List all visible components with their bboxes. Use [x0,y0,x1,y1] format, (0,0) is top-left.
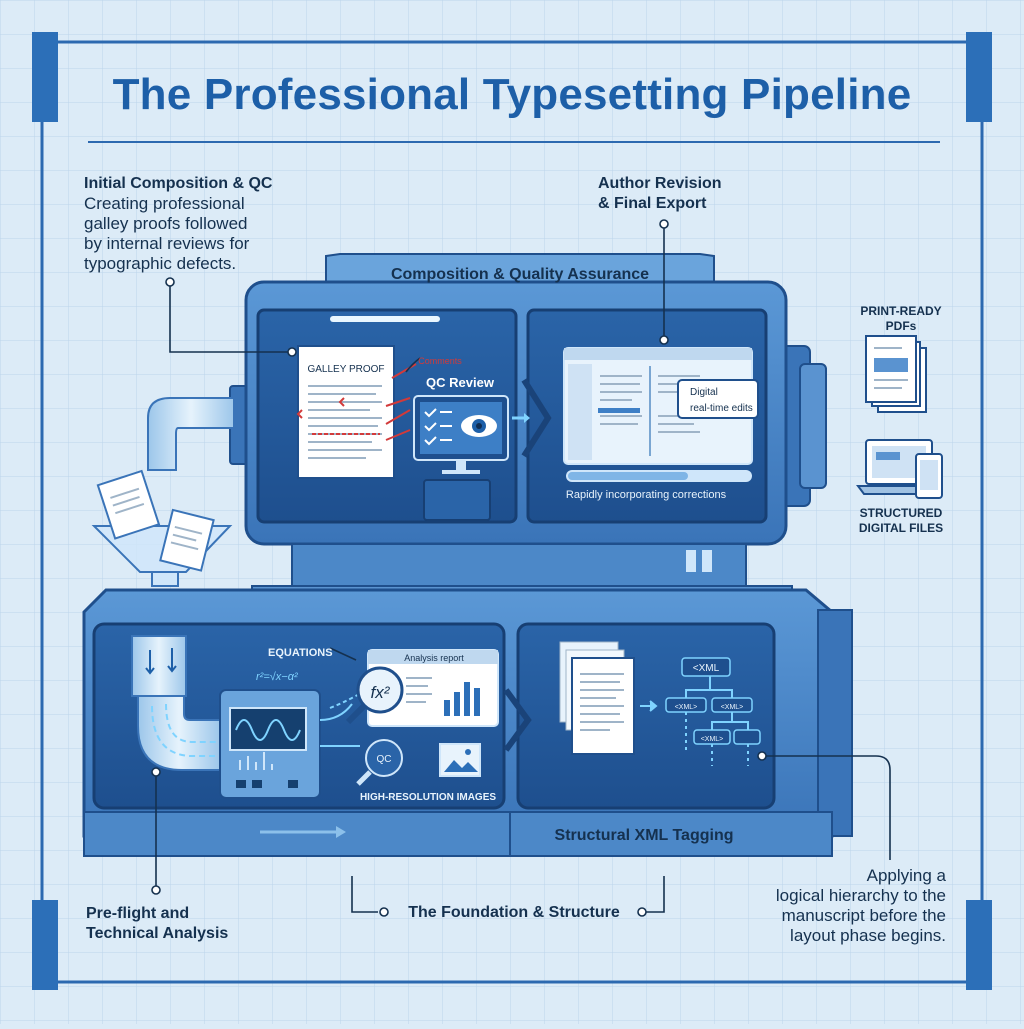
callout-preflight-line: Technical Analysis [86,925,229,942]
upper-machine-label: Composition & Quality Assurance [391,266,649,283]
callout-foundation: The Foundation & Structure [408,904,620,921]
callout-applying-line: layout phase begins. [790,926,946,945]
callout-initial-line: typographic defects. [84,254,237,273]
callout-initial-heading: Initial Composition & QC [84,175,273,192]
structured-digital-files-icon [856,439,943,499]
revision-screen [563,347,759,482]
callout-author-line: Author Revision [598,175,722,192]
xml-child-tag: <XML> [675,704,698,711]
callout-applying-line: manuscript before the [781,906,946,925]
callout-applying-line: logical hierarchy to the [775,886,946,905]
structured-digital-line: STRUCTURED [859,506,943,520]
structured-digital-line: DIGITAL FILES [858,521,944,535]
equations-label: EQUATIONS [268,647,333,659]
outer-frame [40,40,984,984]
callout-applying-hierarchy: Applying a logical hierarchy to the manu… [720,866,946,946]
analysis-report-window [345,649,499,786]
callout-preflight-line: Pre-flight and [86,905,190,922]
formula-label: r²=√x−α² [256,671,298,683]
callout-initial-composition: Initial Composition & QC Creating profes… [84,174,344,274]
digital-edit-label-1: Digital [690,387,718,398]
frame-corner [32,32,58,122]
xml-tagging-panel [559,641,761,766]
callout-applying-line: Applying a [866,866,946,885]
galley-proof-document [296,345,417,479]
qc-badge-label: QC [377,754,392,765]
callout-dots [151,219,767,917]
callout-author-line: & Final Export [598,195,707,212]
preflight-pipe [131,635,221,771]
print-ready-pdf-icon [865,335,927,413]
xml-root-tag: <XML [693,663,720,674]
frame-corner [966,32,992,122]
page-title: The Professional Typesetting Pipeline [112,70,912,119]
structured-digital-label: STRUCTURED DIGITAL FILES [846,506,956,536]
callout-preflight: Pre-flight and Technical Analysis [86,904,306,944]
callout-initial-line: galley proofs followed [84,214,248,233]
print-ready-line: PDFs [885,319,917,333]
print-ready-line: PRINT-READY [860,304,942,318]
xml-child-tag: <XML> [701,736,724,743]
analyzer-device [219,689,367,799]
frame-corner [32,900,58,990]
frame-corner [966,900,992,990]
intake-funnel [91,397,235,587]
fx-label: fx² [371,683,391,702]
galley-proof-label: GALLEY PROOF [307,364,384,375]
xml-child-tag: <XML> [721,704,744,711]
corrections-label: Rapidly incorporating corrections [566,489,727,501]
comments-label: Comments [418,356,462,366]
callout-initial-line: by internal reviews for [84,234,250,253]
digital-edit-label-2: real-time edits [690,403,753,414]
qc-review-label: QC Review [426,375,495,390]
callout-initial-line: Creating professional [84,194,245,213]
images-label: HIGH-RESOLUTION IMAGES [360,792,496,803]
qc-monitor [413,395,530,521]
callout-author-revision: Author Revision & Final Export [598,174,798,214]
print-ready-label: PRINT-READY PDFs [846,304,956,334]
analysis-report-label: Analysis report [404,653,464,663]
xml-tagging-label: Structural XML Tagging [555,827,734,844]
callout-connectors [155,224,891,913]
